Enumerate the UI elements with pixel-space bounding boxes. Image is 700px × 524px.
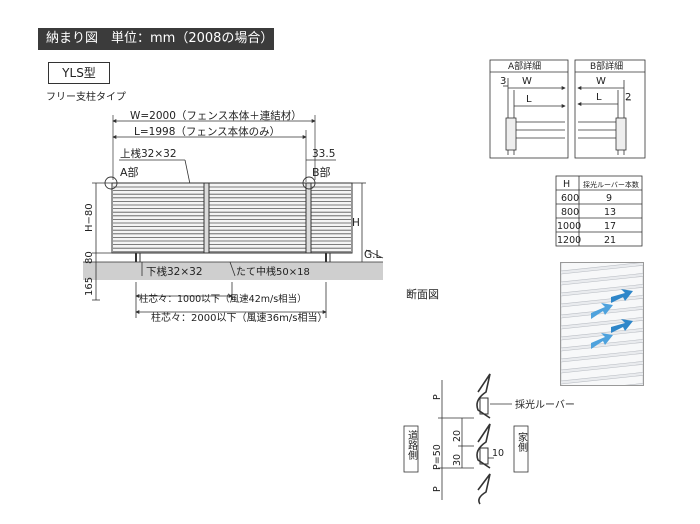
table-header-count: 採光ルーバー本数 — [583, 180, 639, 189]
dim-165: 165 — [84, 277, 95, 296]
ground-level-label: G.L — [364, 249, 381, 261]
section-p-top: P — [432, 394, 443, 400]
table-cell: 9 — [606, 193, 612, 204]
detail-a-title: A部詳細 — [508, 60, 541, 72]
louver-label: 採光ルーバー — [515, 398, 575, 411]
section-p50: P=50 — [432, 444, 443, 470]
detail-a-l: L — [526, 94, 532, 105]
detail-b-dim-2: 2 — [625, 92, 631, 103]
table-cell: 1200 — [557, 235, 581, 246]
l-dimension-label: L=1998（フェンス本体のみ） — [134, 125, 280, 138]
section-p-bottom: P — [432, 486, 443, 492]
photo-slat — [561, 309, 643, 327]
diagram-title: 納まり図 単位：mm（2008の場合） — [38, 28, 274, 50]
photo-slat — [561, 342, 643, 360]
fence-panel — [104, 176, 353, 280]
detail-a-w: W — [522, 76, 532, 87]
part-a-label: A部 — [120, 165, 139, 179]
section-dim-30: 30 — [452, 454, 463, 466]
table-cell: 800 — [561, 207, 579, 218]
bottom-rail-label: 下桟32×32 — [146, 265, 203, 278]
house-side-label: 家側 — [516, 431, 528, 452]
photo-slat — [561, 265, 643, 283]
table-cell: 17 — [604, 221, 616, 232]
dim-h-minus-80: H−80 — [84, 203, 95, 232]
post-pitch-note-1: 柱芯々：1000以下（風速42m/s相当） — [139, 293, 307, 305]
section-dim-10: 10 — [492, 448, 504, 459]
detail-b-w: W — [596, 76, 606, 87]
light-arrow-icon — [591, 303, 613, 319]
light-arrow-icon — [591, 333, 613, 349]
detail-b — [574, 59, 646, 159]
part-b-label: B部 — [312, 165, 331, 179]
detail-b-l: L — [596, 92, 602, 103]
road-side-label: 道路側 — [406, 429, 418, 460]
light-arrow-icon — [611, 289, 633, 303]
photo-slat — [561, 287, 643, 305]
model-label: YLS型 — [48, 62, 110, 84]
table-cell: 13 — [604, 207, 616, 218]
photo-slat — [561, 364, 643, 382]
louver-photo — [560, 262, 644, 386]
post-pitch-note-2: 柱芯々：2000以下（風速36m/s相当） — [151, 311, 328, 324]
table-cell: 21 — [604, 235, 616, 246]
section-title: 断面図 — [406, 287, 439, 301]
photo-slat — [561, 375, 643, 385]
dim-33-5: 33.5 — [312, 148, 335, 160]
dim-80: 80 — [84, 251, 95, 264]
light-arrow-icon — [611, 319, 633, 333]
table-header-h: H — [563, 179, 570, 190]
photo-slat — [561, 263, 643, 272]
post-type-label: フリー支柱タイプ — [46, 92, 126, 103]
dim-h: H — [352, 217, 360, 229]
section-diagram — [403, 373, 529, 505]
photo-slat — [561, 276, 643, 294]
detail-b-title: B部詳細 — [590, 60, 623, 72]
detail-a-dim-3: 3 — [500, 76, 506, 87]
photo-slat — [561, 353, 643, 371]
louver-count-table — [555, 175, 643, 247]
fence-elevation — [112, 115, 336, 185]
table-cell: 1000 — [557, 221, 581, 232]
top-rail-label: 上桟32×32 — [120, 147, 177, 160]
section-dim-20: 20 — [452, 430, 463, 442]
mid-rail-label: たて中桟50×18 — [236, 265, 310, 278]
w-dimension-label: W=2000（フェンス本体＋連結材） — [130, 109, 302, 122]
detail-a — [489, 59, 569, 159]
louver-photo-illustration — [561, 263, 643, 385]
table-cell: 600 — [561, 193, 579, 204]
